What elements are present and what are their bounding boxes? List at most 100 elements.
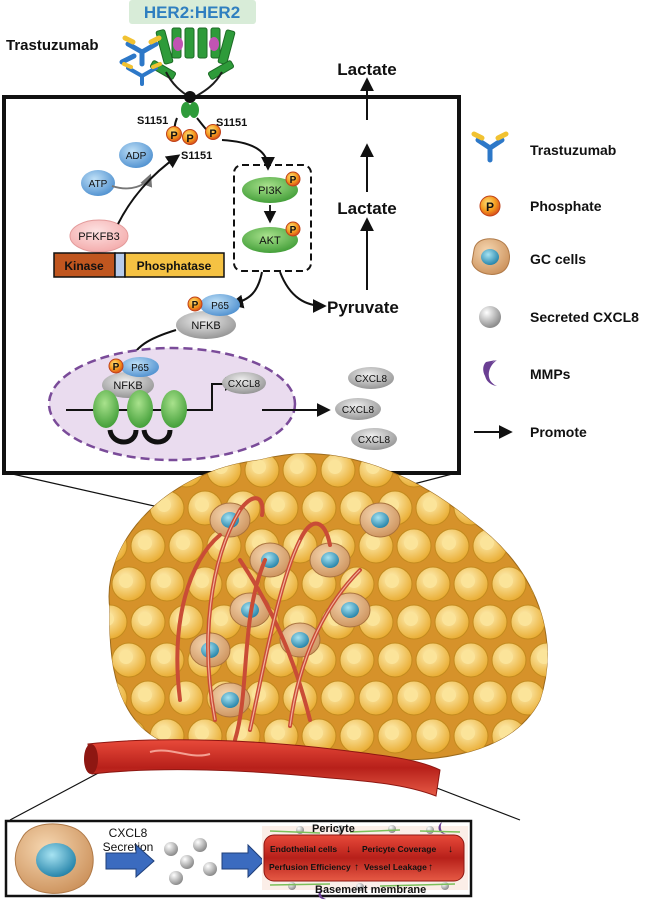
tumor-cell-nucleus [347, 650, 361, 664]
tumor-cell-nucleus [480, 460, 494, 474]
tumor-cell [491, 718, 527, 754]
tumor-cell [472, 453, 508, 488]
tumor-cell [109, 453, 128, 488]
svg-text:CXCL8: CXCL8 [228, 379, 261, 390]
legend-phosphate: P Phosphate [479, 195, 602, 217]
kinase-domain-left [181, 102, 191, 118]
blood-vessel [84, 739, 441, 797]
tumor-cell-nucleus [518, 460, 532, 474]
pi3k-phosphate: P [285, 171, 301, 187]
chromatin [66, 377, 239, 445]
tumor-cell [491, 490, 527, 526]
tumor-cell-nucleus [518, 688, 532, 702]
tumor-cell-nucleus [404, 688, 418, 702]
leakage-label: Vessel Leakage [364, 862, 427, 872]
tumor-cell-nucleus [109, 536, 114, 550]
svg-text:Phosphate: Phosphate [530, 198, 602, 214]
svg-text:GC cells: GC cells [530, 251, 586, 267]
kinase-domain-right [189, 102, 199, 118]
lactate-mid-label: Lactate [337, 199, 397, 218]
akt-node: AKT [242, 227, 298, 253]
tumor-cell-nucleus [537, 726, 548, 740]
phosphate-3: P [205, 124, 221, 140]
svg-text:CXCL8: CXCL8 [342, 405, 375, 416]
secretion-arrow-1 [105, 843, 155, 879]
tumor-cell-nucleus [309, 726, 323, 740]
svg-text:P: P [209, 128, 216, 140]
tumor-cell-nucleus [157, 498, 171, 512]
svg-text:P: P [290, 175, 297, 186]
tumor-cell [529, 718, 548, 754]
svg-text:P: P [170, 130, 177, 142]
tumor-cell-nucleus [109, 612, 114, 626]
tumor-cell-nucleus [518, 536, 532, 550]
svg-text:P: P [290, 225, 297, 236]
svg-text:PFKFB3: PFKFB3 [78, 231, 120, 243]
phosphate-2: P [182, 129, 198, 145]
tumor-cell-nucleus [214, 460, 228, 474]
tumor-cell-nucleus [366, 536, 380, 550]
adp-node: ADP [119, 142, 153, 168]
tumor-cell-nucleus [233, 650, 247, 664]
tumor-cell-nucleus [195, 726, 209, 740]
svg-text:ATP: ATP [89, 179, 108, 190]
tumor-cell-nucleus [366, 460, 380, 474]
tumor-cell-nucleus [109, 688, 114, 702]
lactate-top-label: Lactate [337, 60, 397, 79]
gc-cell-nucleus [321, 552, 339, 568]
tumor-cell [510, 453, 546, 488]
legend-cxcl8: Secreted CXCL8 [479, 306, 639, 328]
legend-mmps: MMPs [483, 360, 571, 386]
site-label-2: S1151 [216, 117, 247, 129]
gc-cell-nucleus [291, 632, 309, 648]
bottom-frame [4, 819, 473, 898]
svg-text:P: P [192, 300, 199, 311]
tumor-mass [108, 453, 548, 761]
svg-text:P: P [113, 362, 120, 373]
svg-text:Trastuzumab: Trastuzumab [530, 142, 616, 158]
tumor-cell-nucleus [271, 498, 285, 512]
tumor-cell-nucleus [119, 726, 133, 740]
tumor-cell-nucleus [442, 536, 456, 550]
legend-promote: Promote [474, 424, 587, 440]
tumor-cell-nucleus [366, 688, 380, 702]
tumor-cell-nucleus [176, 536, 190, 550]
tumor-cell-nucleus [480, 612, 494, 626]
vessel-segment [262, 822, 468, 900]
svg-text:CXCL8: CXCL8 [355, 374, 388, 385]
cxcl8-secreted: CXCL8 CXCL8 CXCL8 [335, 367, 397, 450]
tumor-cell-nucleus [480, 536, 494, 550]
tumor-cell-nucleus [461, 498, 475, 512]
nfkb-cytoplasm: NFKB P65 P [176, 294, 240, 339]
leakage-up-icon: ↑ [428, 862, 433, 873]
cxcl8-nuclear: CXCL8 [222, 372, 266, 394]
svg-text:P: P [486, 200, 494, 214]
tumor-cell [510, 528, 546, 564]
atp-node: ATP [81, 170, 115, 196]
pyruvate-label: Pyruvate [327, 298, 399, 317]
tumor-cell-nucleus [499, 498, 513, 512]
phosphatase-label: Phosphatase [137, 259, 212, 273]
tumor-cell-nucleus [233, 574, 247, 588]
gc-cell-nucleus [221, 692, 239, 708]
tumor-cell-nucleus [423, 498, 437, 512]
tumor-cell-nucleus [461, 574, 475, 588]
tumor-cell-nucleus [138, 612, 152, 626]
tumor-cell-nucleus [195, 498, 209, 512]
akt-to-pyruvate-arrow [279, 271, 327, 313]
svg-text:ADP: ADP [126, 151, 147, 162]
tumor-cell-nucleus [404, 612, 418, 626]
phosphosites: P P P S1151 S1151 S1151 [137, 115, 247, 162]
tumor-cell-nucleus [290, 460, 304, 474]
gc-cell-nucleus [341, 602, 359, 618]
tumor-cell-nucleus [119, 574, 133, 588]
tumor-cell-nucleus [290, 612, 304, 626]
svg-text:NFKB: NFKB [191, 320, 220, 332]
gc-cell-nucleus [371, 512, 389, 528]
endothelial-label: Endothelial cells [270, 844, 337, 854]
tumor-cell-nucleus [537, 650, 548, 664]
tumor-cell-nucleus [157, 650, 171, 664]
tumor-cell-nucleus [518, 612, 532, 626]
tumor-cell-nucleus [214, 612, 228, 626]
